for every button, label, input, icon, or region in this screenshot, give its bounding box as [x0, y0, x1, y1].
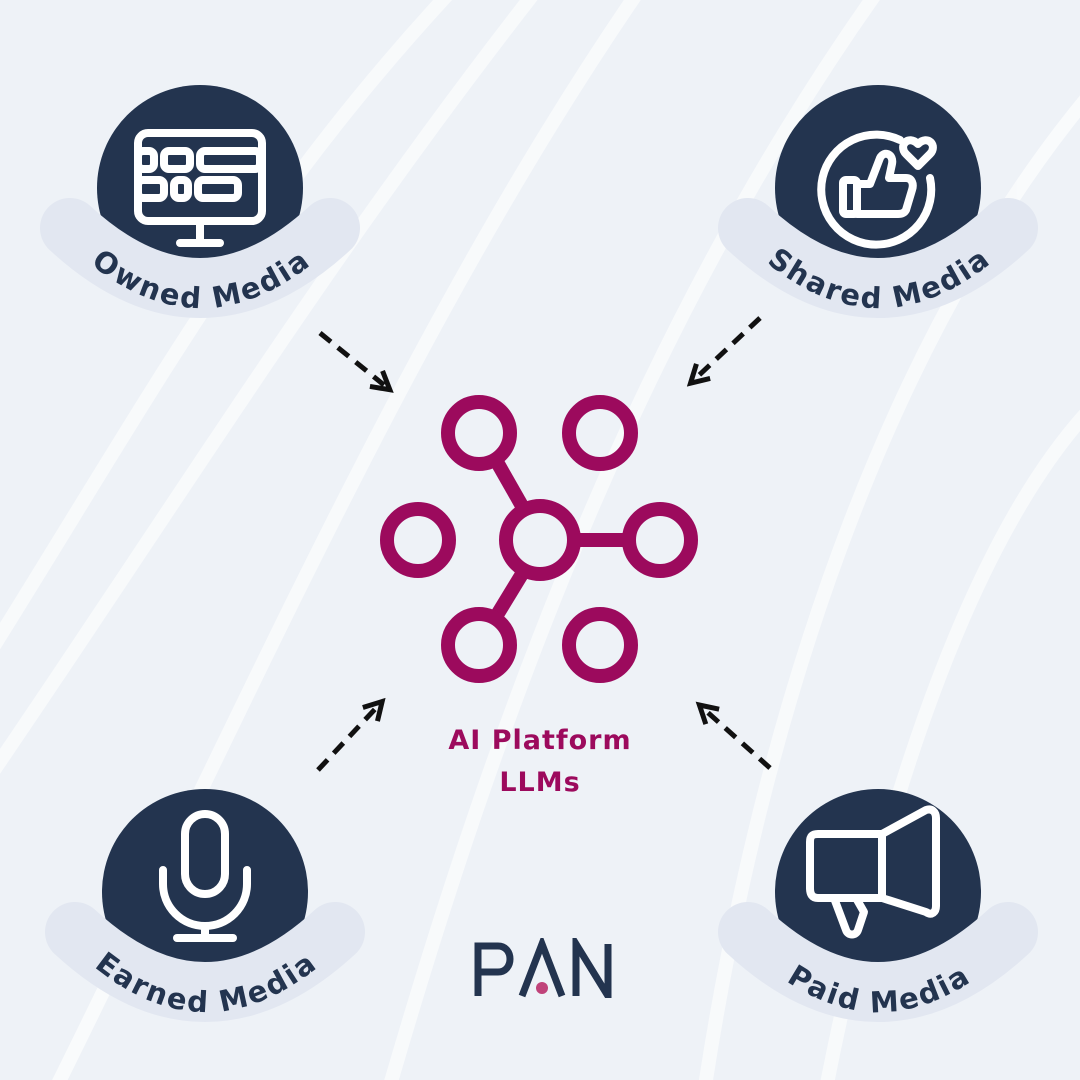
- megaphone-icon: [806, 805, 940, 939]
- thumbs-up-heart-icon: [817, 130, 937, 249]
- monitor-icon: [134, 129, 266, 247]
- network-nodes-icon: [380, 395, 698, 683]
- badge-owned-media: Owned Media: [40, 85, 360, 318]
- arrow-paid-to-ai: [695, 701, 772, 770]
- llms-label: LLMs: [499, 767, 581, 798]
- badge-paid-media: Paid Media: [718, 789, 1038, 1022]
- ai-platform-label: AI Platform: [448, 725, 632, 756]
- arrow-shared-to-ai: [686, 316, 762, 387]
- arrow-owned-to-ai: [318, 331, 394, 393]
- pan-logo: [474, 938, 612, 998]
- badge-shared-media: Shared Media: [718, 85, 1038, 318]
- arrow-earned-to-ai: [316, 697, 386, 772]
- microphone-icon: [159, 810, 251, 942]
- badge-earned-media: Earned Media: [45, 789, 365, 1022]
